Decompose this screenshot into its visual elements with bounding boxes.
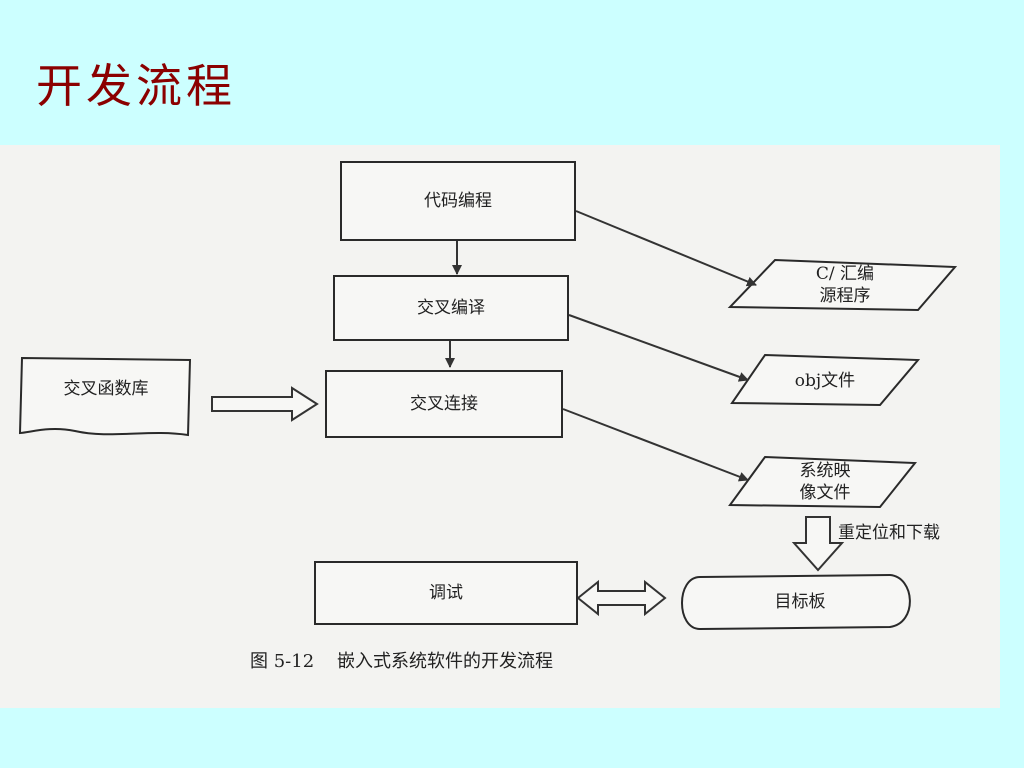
arrow-library-to-link [211,386,319,422]
image-file-shape [728,455,918,509]
system-image-line2: 像文件 [799,483,851,504]
flowchart-figure: 代码编程 交叉编译 交叉连接 调试 交叉函数库 C/ 汇编 源程序 obj文件 … [0,145,1000,708]
node-target-board: 目标板 [774,592,826,612]
asm-source-line2: 源程序 [819,286,871,307]
node-debug: 调试 [314,561,578,625]
label-relocate-download: 重定位和下载 [838,523,940,543]
asm-source-line1: C/ 汇编 [815,264,875,284]
node-cross-link: 交叉连接 [325,370,563,438]
figure-caption: 图 5-12 嵌入式系统软件的开发流程 [250,651,554,672]
flowchart-connectors [18,210,958,631]
obj-file-shape [730,353,921,407]
node-cross-compile: 交叉编译 [333,275,569,341]
library-shape [18,356,192,437]
node-system-image: 系统映 像文件 [770,460,880,504]
node-asm-source: C/ 汇编 源程序 [790,263,900,307]
arrow-code-to-asm [575,210,757,287]
arrow-link-to-image [562,408,749,482]
node-obj-file: obj文件 [794,371,856,391]
target-board-shape [681,573,911,631]
asm-source-shape [727,258,958,312]
node-code-programming: 代码编程 [340,161,576,241]
arrow-compile-to-obj [568,314,749,382]
slide-title: 开发流程 [36,59,236,113]
arrow-download-down [791,516,845,572]
system-image-line1: 系统映 [799,461,851,481]
node-cross-library: 交叉函数库 [63,379,149,399]
arrow-debug-target [576,579,667,617]
